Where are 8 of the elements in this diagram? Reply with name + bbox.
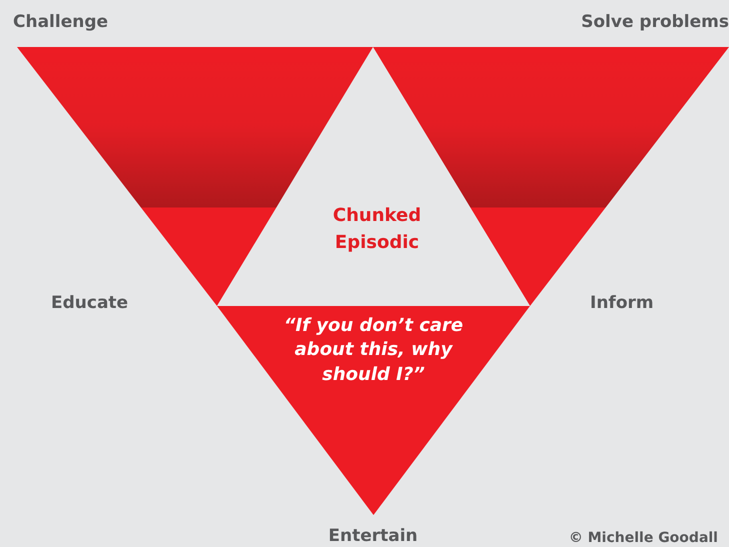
axis-label: Solve problems — [581, 12, 729, 32]
copyright-text: © Michelle Goodall — [568, 530, 718, 546]
axis-label: Challenge — [13, 12, 108, 32]
triangle-label: Chunked Episodic — [332, 204, 422, 255]
axis-label: Entertain — [328, 526, 418, 546]
quote-text: “If you don’t care about this, why should I?” — [282, 314, 464, 387]
axis-label: Educate — [51, 293, 128, 313]
axis-label: Inform — [590, 293, 654, 313]
